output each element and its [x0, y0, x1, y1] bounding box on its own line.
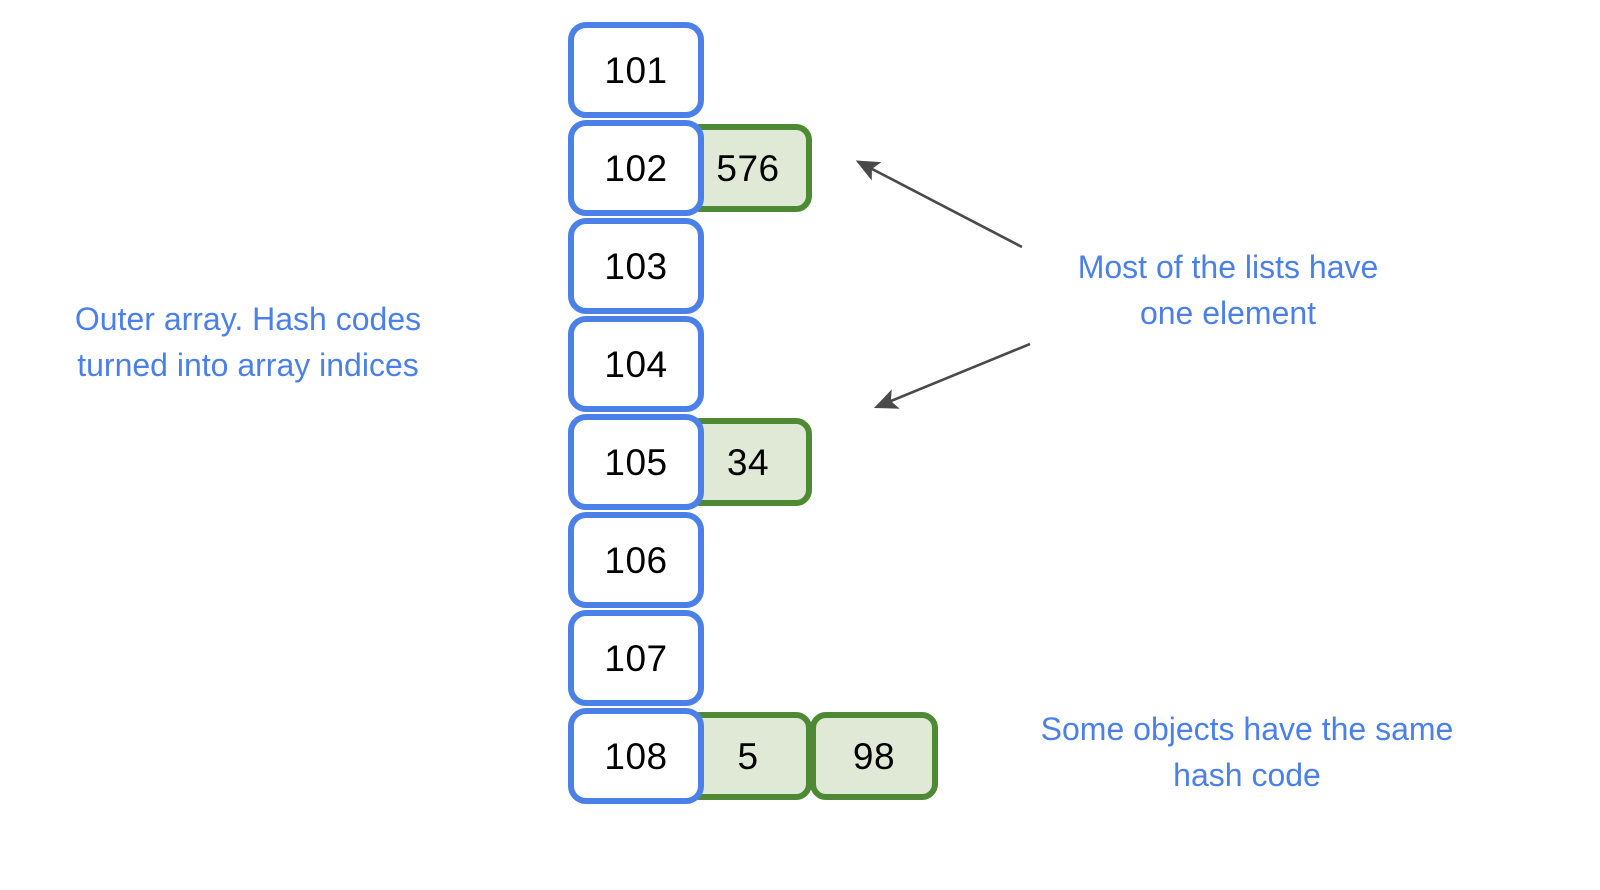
bucket-index-label: 108 [604, 735, 668, 777]
entry-value-label: 576 [716, 147, 780, 189]
bucket-cell-105: 105 [568, 414, 704, 510]
list-entry-98: 98 [810, 712, 938, 800]
caption-outer-array: Outer array. Hash codes turned into arra… [74, 301, 422, 384]
entry-value-label: 5 [737, 735, 759, 777]
bucket-cell-108: 108 [568, 708, 704, 804]
bucket-cell-103: 103 [568, 218, 704, 314]
bucket-cell-102: 102 [568, 120, 704, 216]
bucket-cell-106: 106 [568, 512, 704, 608]
caption-most-lists-one-element: Most of the lists have one element [1077, 249, 1379, 332]
bucket-cell-101: 101 [568, 22, 704, 118]
bucket-cell-107: 107 [568, 610, 704, 706]
arrow-to-34-icon [873, 342, 1031, 409]
bucket-index-label: 106 [604, 539, 668, 581]
bucket-index-label: 107 [604, 637, 668, 679]
bucket-index-label: 103 [604, 245, 668, 287]
bucket-cell-104: 104 [568, 316, 704, 412]
bucket-index-label: 104 [604, 343, 668, 385]
entry-value-label: 34 [726, 441, 770, 483]
bucket-index-label: 102 [604, 147, 668, 189]
list-entry-576: 576 [684, 124, 812, 212]
caption-same-hash-code: Some objects have the same hash code [1040, 711, 1454, 794]
arrow-to-576-icon [855, 160, 1023, 249]
bucket-index-label: 105 [604, 441, 668, 483]
bucket-index-label: 101 [604, 49, 668, 91]
list-entry-34: 34 [684, 418, 812, 506]
entry-value-label: 98 [852, 735, 896, 777]
list-entry-5: 5 [684, 712, 812, 800]
